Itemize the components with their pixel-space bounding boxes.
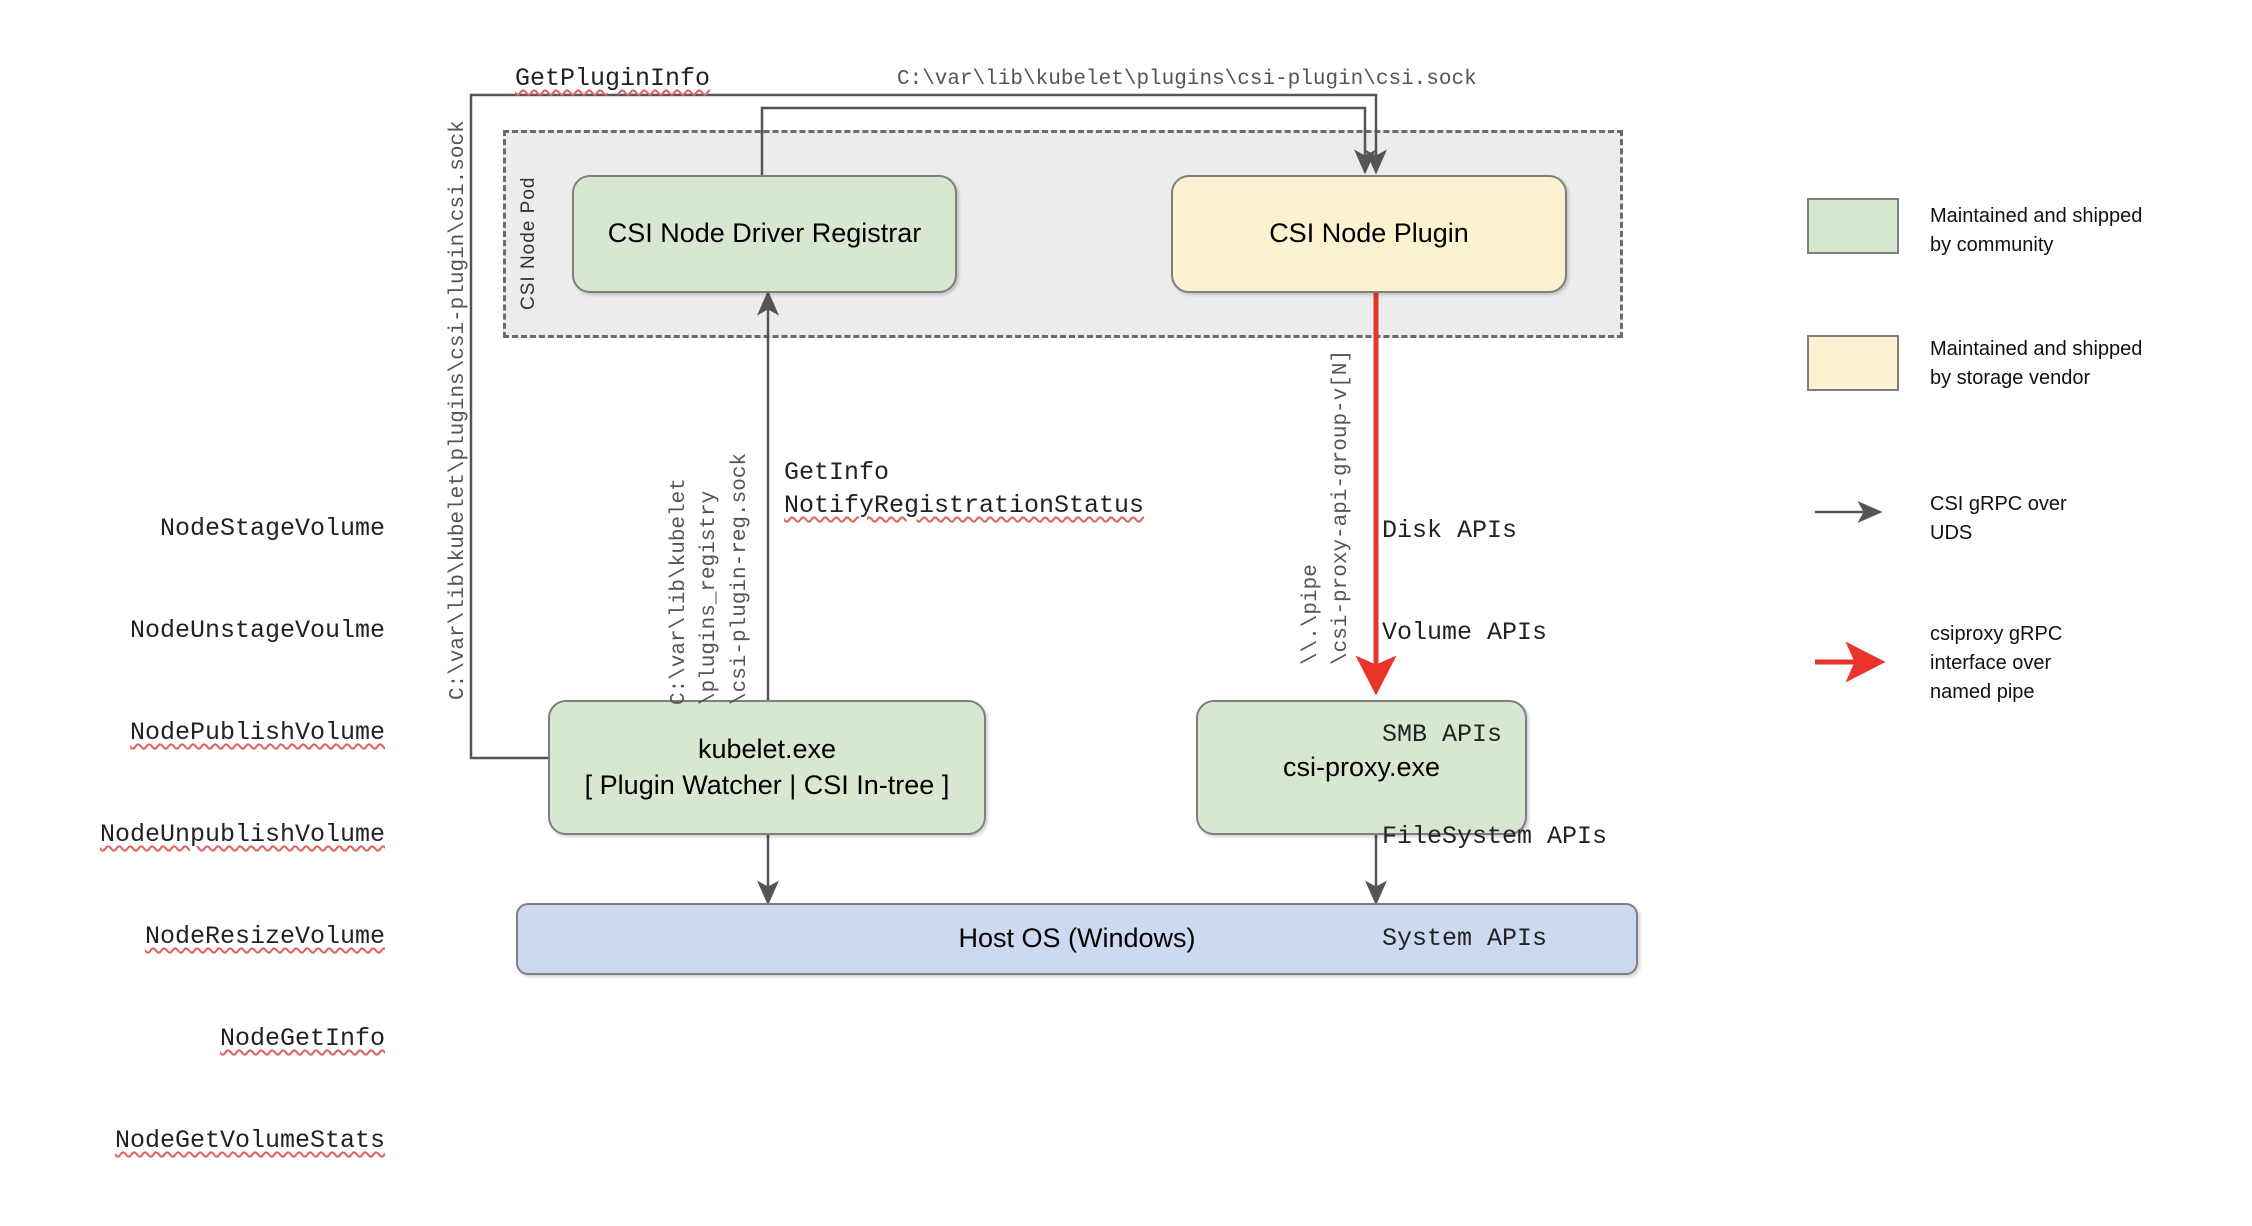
api-call-item: NodeStageVolume — [159, 514, 385, 543]
api-call-item: NodeUnpublishVolume — [99, 820, 385, 849]
csi-proxy-api-group-list: Disk APIs Volume APIs SMB APIs FileSyste… — [1382, 446, 1607, 1024]
label-reg-sock-line3: \csi-plugin-reg.sock — [728, 452, 752, 705]
api-call-item: NodeResizeVolume — [144, 922, 385, 951]
csi-node-pod-label: CSI Node Pod — [518, 176, 539, 310]
label-csi-sock-path-top: C:\var\lib\kubelet\plugins\csi-plugin\cs… — [897, 68, 1477, 91]
node-host-os[interactable]: Host OS (Windows) — [516, 903, 1638, 975]
node-label: CSI Node Plugin — [1269, 218, 1469, 249]
api-call-item: NodeGetInfo — [219, 1024, 385, 1053]
node-label: CSI Node Driver Registrar — [607, 218, 922, 249]
api-group-item: FileSystem APIs — [1382, 822, 1608, 851]
label-reg-sock-vertical-group: C:\var\lib\kubelet \plugins_registry \cs… — [665, 452, 756, 705]
label-getplugininfo: GetPluginInfo — [515, 64, 711, 93]
api-group-item: SMB APIs — [1382, 720, 1503, 749]
legend-label-vendor: Maintained and shipped by storage vendor — [1930, 338, 2143, 389]
node-label: csi-proxy.exe — [1282, 751, 1441, 782]
label-reg-sock-line1: C:\var\lib\kubelet — [668, 478, 691, 705]
api-call-item: NodePublishVolume — [129, 718, 385, 747]
api-group-item: System APIs — [1382, 924, 1548, 953]
legend-swatch-vendor-icon — [1807, 335, 1899, 391]
api-group-item: Volume APIs — [1382, 618, 1548, 647]
label-pipe-line2: \csi-proxy-api-group-v[N] — [1330, 349, 1354, 665]
api-call-item: NodeUnstageVoulme — [129, 616, 385, 645]
diagram-canvas: CSI Node Pod — [100, 64, 2143, 1155]
api-group-item: Disk APIs — [1382, 516, 1518, 545]
legend-label-community: Maintained and shipped by community — [1930, 205, 2143, 256]
legend-swatch-community-icon — [1807, 198, 1899, 254]
node-label: Host OS (Windows) — [958, 923, 1196, 954]
label-pipe-line1: \\.\pipe — [1300, 564, 1323, 665]
legend-label-csi-grpc-uds: CSI gRPC over UDS — [1930, 493, 2067, 544]
api-call-item: NodeGetVolumeStats — [114, 1126, 385, 1155]
node-label-line1: kubelet.exe — [697, 733, 837, 764]
label-pipe-vertical-group: \\.\pipe \csi-proxy-api-group-v[N] — [1297, 349, 1358, 665]
node-csi-node-driver-registrar[interactable]: CSI Node Driver Registrar — [572, 175, 957, 293]
node-kubelet-exe[interactable]: kubelet.exe [ Plugin Watcher | CSI In-tr… — [548, 700, 986, 835]
label-reg-sock-line2: \plugins_registry — [698, 490, 722, 705]
node-api-call-list: NodeStageVolume NodeUnstageVoulme NodePu… — [95, 444, 385, 1226]
label-csi-sock-path-vertical: C:\var\lib\kubelet\plugins\csi-plugin\cs… — [447, 120, 470, 700]
legend-label-csiproxy-grpc: csiproxy gRPC interface over named pipe — [1930, 623, 2063, 703]
node-csi-proxy-exe[interactable]: csi-proxy.exe — [1196, 700, 1527, 835]
label-getinfo: GetInfo — [784, 458, 890, 487]
label-notifyregistrationstatus: NotifyRegistrationStatus — [784, 491, 1145, 520]
node-label-line2: [ Plugin Watcher | CSI In-tree ] — [584, 769, 950, 800]
node-csi-node-plugin[interactable]: CSI Node Plugin — [1171, 175, 1567, 293]
